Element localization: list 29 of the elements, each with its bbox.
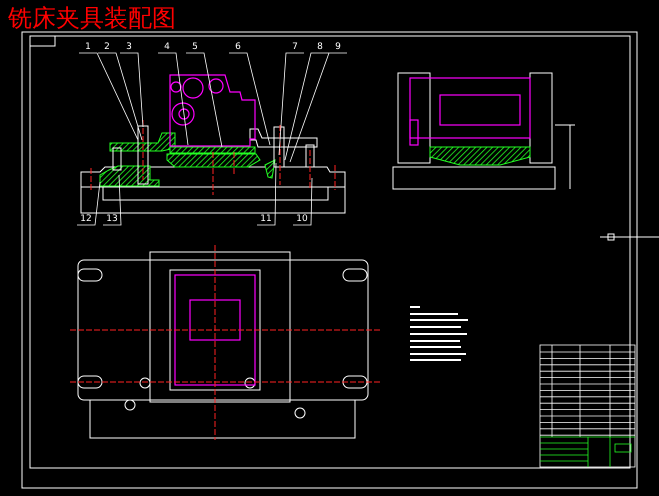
front-view-drawing — [80, 126, 346, 214]
callout-number: 11 — [258, 214, 274, 224]
leader-line — [78, 52, 138, 140]
leader-line — [120, 52, 144, 128]
drawing-title: 铣床夹具装配图 — [8, 4, 176, 32]
callout-number: 7 — [287, 42, 303, 52]
callout-number: 6 — [230, 42, 246, 52]
callout-number: 2 — [99, 42, 115, 52]
callout-number: 4 — [159, 42, 175, 52]
leader-line — [256, 162, 276, 226]
leader-line — [76, 182, 100, 226]
leader-line — [278, 52, 304, 156]
callout-number: 13 — [104, 214, 120, 224]
callout-number: 3 — [121, 42, 137, 52]
leader-line — [158, 52, 188, 146]
callout-number: 10 — [294, 214, 310, 224]
callout-number: 9 — [330, 42, 346, 52]
callout-number: 8 — [312, 42, 328, 52]
callout-number: 5 — [187, 42, 203, 52]
leader-line — [102, 174, 122, 226]
leader-line — [98, 52, 142, 140]
leader-line — [186, 52, 222, 148]
workpiece-drawing — [169, 74, 256, 147]
leader-line — [290, 52, 348, 162]
callout-number: 1 — [80, 42, 96, 52]
leader-line — [228, 52, 270, 146]
leader-line — [292, 178, 312, 226]
callout-number: 12 — [78, 214, 94, 224]
leader-line — [284, 52, 330, 160]
